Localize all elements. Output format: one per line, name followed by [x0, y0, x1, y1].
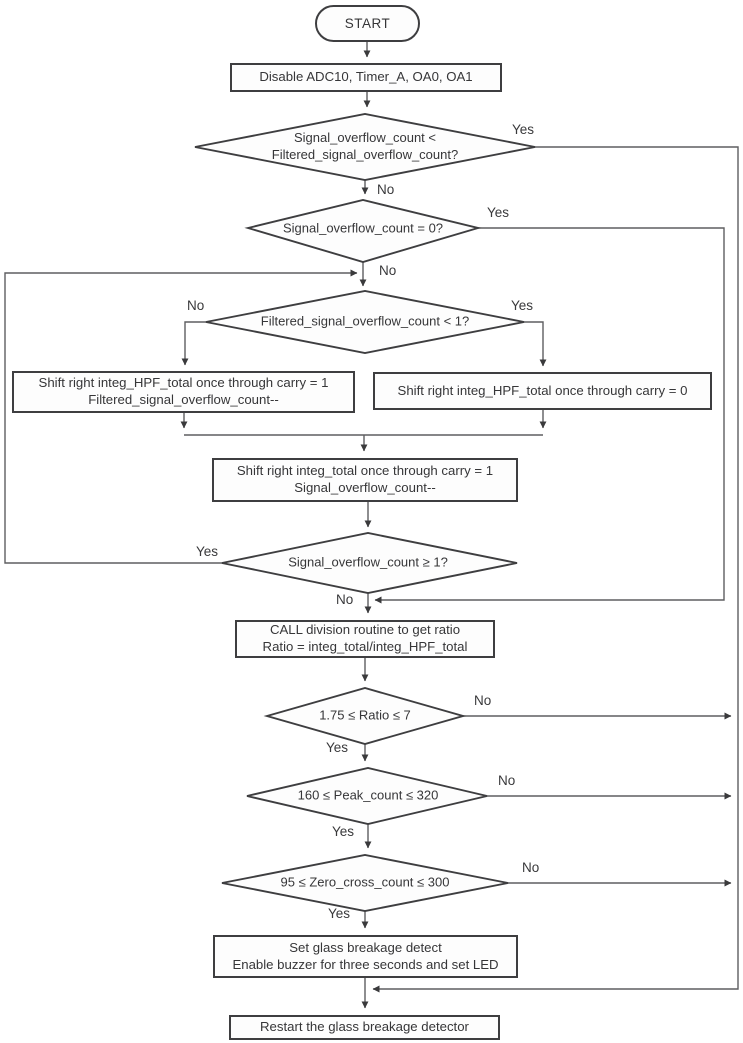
start-terminator: START — [315, 5, 420, 42]
diamond-ratio-range-label: 1.75 ≤ Ratio ≤ 7 — [319, 707, 411, 723]
edge-d2-yes-loop — [374, 227, 725, 604]
process-shift-hpf-carry1: Shift right integ_HPF_total once through… — [12, 371, 355, 413]
edge-label-d5-no: No — [474, 693, 492, 708]
edge-label-d4-yes: Yes — [196, 544, 219, 559]
diamond-signal-lt-filtered-label: Signal_overflow_count < Filtered_signal_… — [272, 130, 458, 164]
diamond-peak-count-range-label: 160 ≤ Peak_count ≤ 320 — [297, 787, 439, 803]
edge-d1-yes-right-trunk — [372, 146, 739, 993]
process-call-division-line1: CALL division routine to get ratio — [269, 622, 461, 638]
edge-label-d7-yes: Yes — [328, 906, 351, 921]
edge-label-d3-yes: Yes — [511, 298, 534, 313]
edge-label-d3-no: No — [187, 298, 205, 313]
process-shift-hpf-carry1-line1: Shift right integ_HPF_total once through… — [38, 375, 329, 391]
process-shift-hpf-carry0: Shift right integ_HPF_total once through… — [373, 372, 712, 410]
edge-d4-yes-left-loop — [4, 269, 358, 564]
d1-line1: Signal_overflow_count < — [293, 130, 437, 146]
edge-label-d6-yes: Yes — [332, 824, 355, 839]
edge-label-d1-no: No — [377, 182, 395, 197]
diamond-filtered-lt-one-label: Filtered_signal_overflow_count < 1? — [260, 313, 470, 329]
process-shift-hpf-carry1-line2: Filtered_signal_overflow_count-- — [88, 392, 279, 407]
process-restart-label: Restart the glass breakage detector — [260, 1019, 469, 1035]
diamond-signal-ge-one — [221, 532, 518, 594]
edge-label-d4-no: No — [336, 592, 354, 607]
diamond-filtered-lt-one — [205, 290, 525, 354]
process-set-detect-line2: Enable buzzer for three seconds and set … — [232, 956, 499, 972]
process-shift-integ-total: Shift right integ_total once through car… — [212, 458, 518, 502]
process-call-division: CALL division routine to get ratio Ratio… — [235, 620, 495, 658]
process-call-division-line2: Ratio = integ_total/integ_HPF_total — [262, 639, 468, 654]
diamond-signal-eq-zero — [244, 199, 482, 263]
diamond-ratio-range — [263, 687, 467, 745]
diamond-signal-lt-filtered — [194, 113, 536, 181]
process-set-detect-line1: Set glass breakage detect — [289, 939, 442, 955]
edge-label-d5-yes: Yes — [326, 740, 349, 755]
process-shift-integ-total-line1: Shift right integ_total once through car… — [236, 463, 494, 479]
edge-label-d2-yes: Yes — [487, 205, 510, 220]
edge-label-d2-no: No — [379, 263, 397, 278]
diamond-zero-cross-range-label: 95 ≤ Zero_cross_count ≤ 300 — [280, 874, 450, 890]
process-restart-detector: Restart the glass breakage detector — [229, 1015, 500, 1040]
diamond-zero-cross-range — [221, 854, 509, 912]
diamond-peak-count-range — [246, 767, 488, 825]
process-disable-peripherals: Disable ADC10, Timer_A, OA0, OA1 — [230, 63, 502, 92]
process-set-detect: Set glass breakage detect Enable buzzer … — [213, 935, 518, 978]
process-shift-integ-total-line2: Signal_overflow_count-- — [294, 480, 436, 495]
edge-label-d6-no: No — [498, 773, 516, 788]
start-label: START — [344, 15, 391, 31]
edge-label-d7-no: No — [522, 860, 540, 875]
edge-d3-yes — [524, 321, 547, 367]
process-shift-hpf-carry0-label: Shift right integ_HPF_total once through… — [397, 382, 688, 398]
edge-d3-no — [181, 321, 206, 366]
diamond-signal-eq-zero-label: Signal_overflow_count = 0? — [282, 220, 444, 236]
edge-label-d1-yes: Yes — [512, 122, 535, 137]
diamond-signal-ge-one-label: Signal_overflow_count ≥ 1? — [288, 554, 448, 570]
process-disable-label: Disable ADC10, Timer_A, OA0, OA1 — [259, 69, 473, 85]
d1-line2: Filtered_signal_overflow_count? — [271, 147, 459, 162]
